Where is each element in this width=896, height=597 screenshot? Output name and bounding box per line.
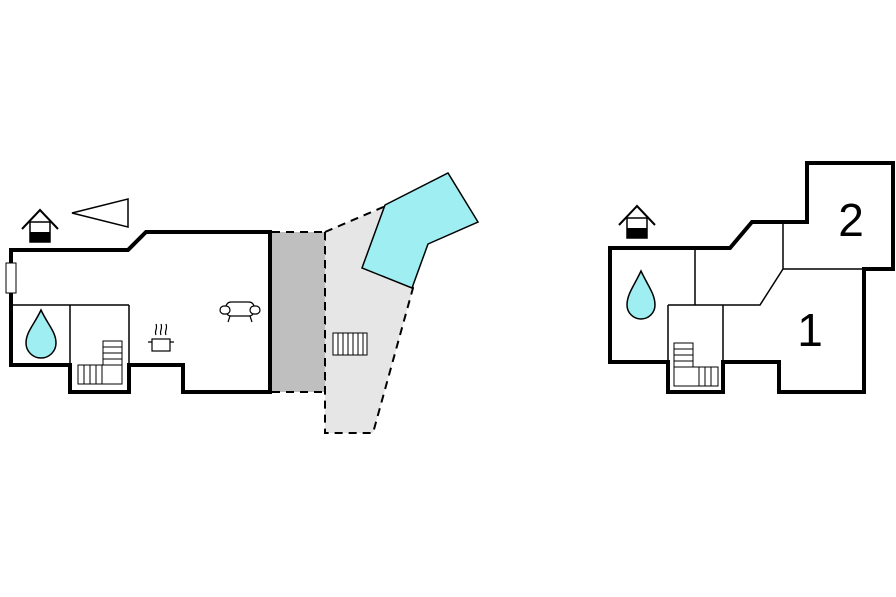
bathroom-drop-icon [626,269,656,320]
covered-terrace [272,232,325,392]
ground-floor-plan [5,172,480,434]
room-number-1: 1 [797,304,823,356]
bathroom-wall [11,304,130,365]
room-number-2: 2 [838,194,864,246]
covered-terrace-outline [272,231,326,393]
house-icon [21,208,59,243]
direction-arrow-icon [71,198,129,228]
terrace-stairs-icon [332,332,368,356]
upper-floor-plan: 1 2 [608,161,895,394]
house-icon [618,204,656,239]
upper-floor-walls [608,161,895,394]
stairs-icon [673,342,719,387]
stairs-icon [77,340,123,385]
kitchen-pot-icon [148,323,174,352]
pool [361,172,480,289]
upper-floor-inner-walls [667,222,864,362]
bathroom-drop-icon [25,308,57,359]
sofa-icon [219,301,261,323]
door-icon [5,262,17,294]
